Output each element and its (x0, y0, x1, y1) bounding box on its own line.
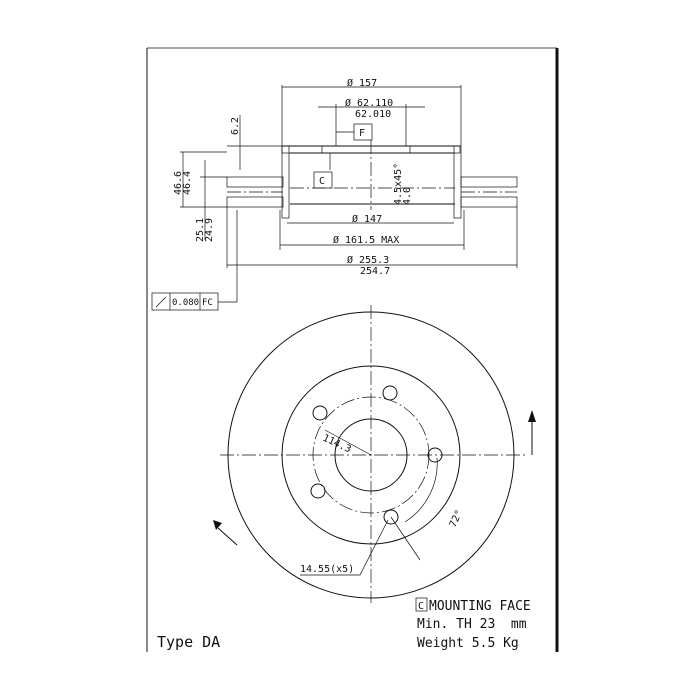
weight-note: Weight 5.5 Kg (417, 636, 519, 651)
datum-f: F (359, 128, 365, 139)
dim-157: Ø 157 (347, 77, 377, 89)
dim-62-lower: 62.010 (355, 109, 391, 120)
tolerance-ref: FC (202, 298, 213, 308)
datum-c: C (319, 176, 325, 187)
dim-24-9: 24.9 (204, 218, 215, 242)
mounting-face-note: MOUNTING FACE (429, 599, 531, 614)
dim-angle: 72° (448, 508, 466, 529)
dim-holes: 14.55(x5) (300, 564, 354, 575)
dim-chamfer: 4.5x45° (393, 163, 404, 205)
note-c-box (415, 597, 428, 612)
dim-147: Ø 147 (352, 213, 382, 225)
runout-tolerance-frame (151, 292, 219, 311)
front-view (213, 305, 536, 603)
tolerance-value: 0.080 (172, 298, 199, 308)
datum-c-box (313, 171, 333, 189)
dim-46-4: 46.4 (182, 171, 193, 195)
dim-62-upper: Ø 62.110 (345, 97, 393, 109)
dim-chamfer-2: 4.0 (402, 187, 413, 205)
datum-f-box (353, 123, 373, 141)
dim-46-6: 46.6 (173, 171, 184, 195)
type-label: Type DA (157, 633, 220, 651)
section-view (180, 85, 518, 303)
dim-255-3: Ø 255.3 (347, 254, 389, 266)
min-thickness-note: Min. TH 23 mm (417, 617, 527, 632)
note-c: C (418, 601, 424, 612)
dim-25-1: 25.1 (195, 218, 206, 242)
dim-6-2: 6.2 (230, 117, 241, 135)
dim-254-7: 254.7 (360, 266, 390, 277)
runout-icon (155, 296, 167, 308)
dim-161-5: Ø 161.5 MAX (333, 234, 399, 246)
